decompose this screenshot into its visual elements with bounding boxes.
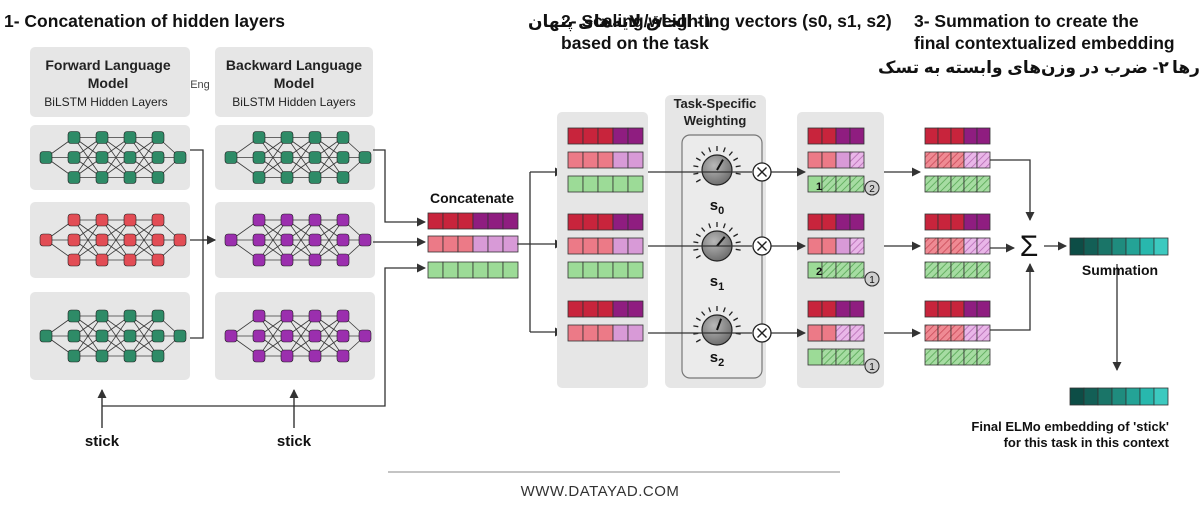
svg-text:1: 1 — [816, 181, 822, 193]
knob-s2-icon — [693, 306, 741, 346]
scaled-2-red — [807, 300, 865, 318]
sum-input-2-green — [924, 348, 991, 366]
sum-input-1-pink — [924, 237, 991, 255]
layer-group-0-red — [567, 127, 644, 145]
backward-model-title-2: Model — [274, 75, 314, 91]
multiply-icon-1 — [752, 236, 772, 256]
concatenated-vectors — [427, 212, 519, 279]
forward-layer-2 — [30, 202, 190, 278]
sum-input-0-pink — [924, 151, 991, 169]
backward-model-title: Backward Language — [226, 57, 362, 73]
sum-input-0-red — [924, 127, 991, 145]
forward-model-subtitle: BiLSTM Hidden Layers — [44, 95, 167, 109]
fanout-connectors — [517, 167, 564, 337]
final-embedding-label: Final ELMo embedding of 'stick' — [971, 419, 1169, 434]
input-word-backward: stick — [277, 433, 312, 450]
forward-model-title-2: Model — [88, 75, 128, 91]
backward-layer-1 — [215, 125, 375, 190]
section3-title-line1: 3- Summation to create the — [914, 11, 1139, 31]
backward-model-subtitle: BiLSTM Hidden Layers — [232, 95, 355, 109]
scaled-2-green — [807, 348, 865, 366]
backward-title-panel — [215, 47, 373, 117]
scalar-s1: s1 — [710, 273, 724, 293]
badge-row1-left: 2 — [816, 266, 822, 278]
concatenate-label: Concatenate — [430, 190, 514, 206]
scaled-1-pink — [807, 237, 865, 255]
section1-title-fa: ۱- الحاق لایه‌های پنهان — [528, 12, 713, 32]
layer-group-2-red — [567, 300, 644, 318]
scalar-s0: s0 — [710, 197, 724, 217]
svg-text:2: 2 — [816, 266, 822, 278]
forward-model-tag: Eng — [190, 79, 210, 91]
layer-vectors — [567, 127, 991, 366]
sum-symbol: Σ — [1020, 230, 1039, 263]
forward-layer-1 — [30, 125, 190, 190]
section1-title: 1- Concatenation of hidden layers — [4, 11, 285, 31]
summation-label: Summation — [1082, 262, 1158, 278]
sum-input-1-red — [924, 213, 991, 231]
backward-layer-2 — [215, 202, 375, 278]
summed-embedding-vector — [1069, 237, 1169, 256]
forward-model-title: Forward Language — [45, 57, 170, 73]
layer-group-0-pink — [567, 151, 644, 169]
layer-group-2-pink — [567, 324, 644, 342]
section2-title-fa: ۲- ضرب در وزن‌های وابسته به تسک — [878, 58, 1169, 78]
knob-s0-icon — [693, 146, 741, 186]
to-summation-connectors — [884, 159, 1122, 371]
section2-title-line2: based on the task — [561, 33, 709, 53]
scaled-0-red — [807, 127, 865, 145]
multiply-connectors — [648, 167, 806, 338]
section2-title-line1: 2- Scaling/weighting vectors (s0, s1, s2… — [561, 11, 892, 31]
section3-title-fa: ۳- جمع بردارها — [1172, 58, 1200, 78]
footer-site: WWW.DATAYAD.COM — [521, 483, 680, 500]
input-word-forward: stick — [85, 433, 120, 450]
svg-text:1: 1 — [869, 275, 875, 286]
bilstm-networks — [30, 125, 375, 380]
forward-layer-3 — [30, 292, 190, 380]
layer-group-0-green — [567, 175, 644, 193]
concat-vector-1 — [427, 212, 519, 230]
layer-group-1-pink — [567, 237, 644, 255]
concat-vector-2 — [427, 235, 519, 253]
forward-title-panel — [30, 47, 190, 117]
scaled-1-red — [807, 213, 865, 231]
sum-input-0-green — [924, 175, 991, 193]
output-vectors — [1069, 237, 1169, 406]
multiply-icon-0 — [752, 162, 772, 182]
scaled-2-pink-h — [807, 324, 865, 342]
badge-row0-right: 2 — [864, 180, 880, 196]
scaled-1-green — [807, 261, 865, 279]
multiply-icon-2 — [752, 323, 772, 343]
final-embedding-label-2: for this task in this context — [1004, 435, 1170, 450]
weighting-title-2: Weighting — [684, 113, 747, 128]
weighting-title: Task-Specific — [674, 96, 757, 111]
svg-text:2: 2 — [869, 184, 875, 195]
svg-text:1: 1 — [869, 362, 875, 373]
concat-connectors — [102, 149, 426, 407]
scaled-0-green — [807, 175, 865, 193]
badge-row1-right: 1 — [864, 271, 880, 287]
multiply-symbols — [752, 162, 772, 343]
badge-row0-left: 1 — [816, 181, 822, 193]
scaled-0-pink — [807, 151, 865, 169]
section3-title-line2: final contextualized embedding — [914, 33, 1175, 53]
layer-group-1-green — [567, 261, 644, 279]
scalar-s2: s2 — [710, 349, 724, 369]
sum-input-2-red — [924, 300, 991, 318]
badge-row2-right: 1 — [864, 358, 880, 374]
sum-input-1-green — [924, 261, 991, 279]
sum-input-2-pink — [924, 324, 991, 342]
layer-group-1-red — [567, 213, 644, 231]
concat-vector-3 — [427, 261, 519, 279]
backward-layer-3 — [215, 292, 375, 380]
final-elmo-embedding-vector — [1069, 387, 1169, 406]
